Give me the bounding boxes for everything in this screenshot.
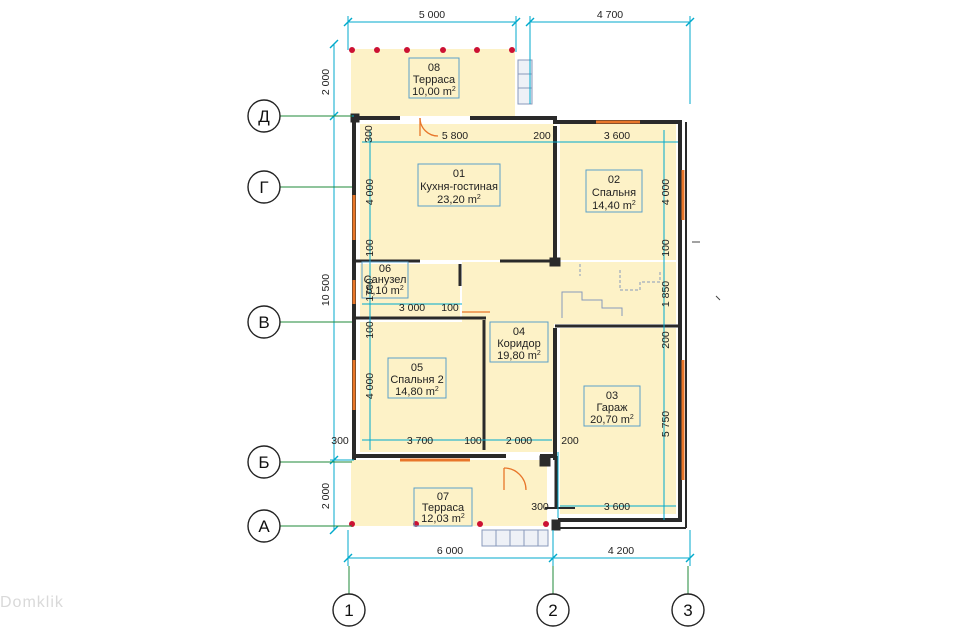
dimension-texts: 5 000 4 700 6 000 4 200 2 000 10 500 2 0… (320, 9, 672, 557)
svg-text:5 750: 5 750 (660, 411, 672, 437)
svg-text:04: 04 (513, 326, 525, 338)
svg-text:200: 200 (561, 435, 579, 447)
entry-steps (481, 59, 549, 547)
svg-text:5,10 m2: 5,10 m2 (366, 285, 404, 297)
svg-text:Спальня: Спальня (592, 187, 636, 199)
svg-text:100: 100 (364, 321, 376, 339)
room-labels: 08 Терраса 10,00 m2 01 Кухня-гостиная 23… (364, 62, 637, 525)
svg-text:12,03 m2: 12,03 m2 (421, 513, 465, 525)
doors (419, 117, 527, 491)
svg-text:10,00 m2: 10,00 m2 (412, 86, 456, 98)
bathroom-fill (360, 264, 460, 318)
axis-label-a: А (258, 517, 270, 536)
garage-fill (560, 328, 676, 514)
dimension-lines (330, 16, 691, 566)
dim-top-2: 4 700 (597, 9, 623, 21)
svg-text:23,20 m2: 23,20 m2 (437, 194, 481, 206)
svg-text:Санузел: Санузел (364, 274, 407, 286)
dim-left-2: 10 500 (320, 274, 332, 306)
edge-marks (692, 241, 721, 301)
room-corridor: 04 Коридор 19,80 m2 (497, 326, 541, 362)
svg-text:03: 03 (606, 390, 618, 402)
svg-text:05: 05 (411, 362, 423, 374)
svg-text:20,70 m2: 20,70 m2 (590, 414, 634, 426)
svg-text:Коридор: Коридор (497, 338, 540, 350)
svg-text:19,80 m2: 19,80 m2 (497, 350, 541, 362)
axis-label-d: Д (258, 107, 270, 126)
svg-text:300: 300 (363, 125, 375, 143)
axis-label-b: Б (258, 453, 269, 472)
svg-text:Терраса: Терраса (422, 502, 465, 514)
axis-label-3: 3 (683, 601, 692, 620)
svg-text:4 000: 4 000 (660, 179, 672, 205)
svg-text:Терраса: Терраса (413, 74, 456, 86)
svg-text:1 850: 1 850 (660, 281, 672, 307)
svg-text:200: 200 (660, 331, 672, 349)
axis-lines (280, 115, 689, 596)
axis-label-1: 1 (344, 601, 353, 620)
axis-labels: Д Г В Б А 1 2 3 (258, 107, 692, 620)
axis-label-g: Г (259, 178, 268, 197)
axis-label-v: В (258, 313, 269, 332)
room-label-boxes (361, 57, 643, 527)
room-kitchen-living: 01 Кухня-гостиная 23,20 m2 (420, 168, 498, 206)
svg-text:1700: 1700 (364, 278, 376, 302)
corridor-fill-2 (554, 262, 676, 324)
svg-text:5 800: 5 800 (442, 130, 468, 142)
kitchen-fill (360, 124, 554, 260)
svg-text:06: 06 (379, 263, 391, 275)
svg-text:3 700: 3 700 (407, 435, 433, 447)
room-garage: 03 Гараж 20,70 m2 (590, 390, 634, 426)
dim-left-1: 2 000 (320, 69, 332, 95)
room-fills (351, 49, 676, 526)
dim-top-1: 5 000 (419, 9, 445, 21)
svg-text:300: 300 (331, 435, 349, 447)
axis-label-2: 2 (548, 601, 557, 620)
svg-text:3 600: 3 600 (604, 130, 630, 142)
svg-text:100: 100 (660, 239, 672, 257)
dim-left-3: 2 000 (320, 483, 332, 509)
svg-text:4 000: 4 000 (364, 179, 376, 205)
room-bedroom-2: 05 Спальня 2 14,80 m2 (390, 362, 443, 398)
room-bathroom: 06 Санузел 5,10 m2 (364, 263, 407, 297)
svg-text:02: 02 (608, 174, 620, 186)
svg-text:14,80 m2: 14,80 m2 (395, 386, 439, 398)
svg-text:14,40 m2: 14,40 m2 (592, 200, 636, 212)
dimension-ticks (329, 17, 695, 563)
bedroom2-fill (360, 322, 482, 452)
svg-text:3 000: 3 000 (399, 302, 425, 314)
svg-text:Кухня-гостиная: Кухня-гостиная (420, 181, 498, 193)
svg-text:4 000: 4 000 (364, 373, 376, 399)
windows (352, 120, 685, 480)
svg-text:200: 200 (533, 130, 551, 142)
svg-text:3 600: 3 600 (604, 501, 630, 513)
room-bedroom: 02 Спальня 14,40 m2 (592, 174, 636, 212)
svg-text:2 000: 2 000 (506, 435, 532, 447)
svg-text:07: 07 (437, 491, 449, 503)
terrace-08-fill (351, 49, 515, 116)
svg-text:08: 08 (428, 62, 440, 74)
svg-text:100: 100 (441, 302, 459, 314)
axis-circles (247, 99, 705, 627)
watermark: Domklik (0, 594, 64, 611)
svg-text:300: 300 (531, 501, 549, 513)
bedroom-fill (560, 124, 676, 260)
svg-text:01: 01 (453, 168, 465, 180)
room-terrace-07: 07 Терраса 12,03 m2 (421, 491, 465, 525)
room-terrace-08: 08 Терраса 10,00 m2 (412, 62, 456, 98)
svg-text:100: 100 (464, 435, 482, 447)
dim-bottom-2: 4 200 (608, 545, 634, 557)
staircase (561, 264, 661, 318)
svg-text:Гараж: Гараж (596, 402, 628, 414)
dim-bottom-1: 6 000 (437, 545, 463, 557)
svg-text:100: 100 (364, 239, 376, 257)
svg-text:Спальня 2: Спальня 2 (390, 374, 443, 386)
